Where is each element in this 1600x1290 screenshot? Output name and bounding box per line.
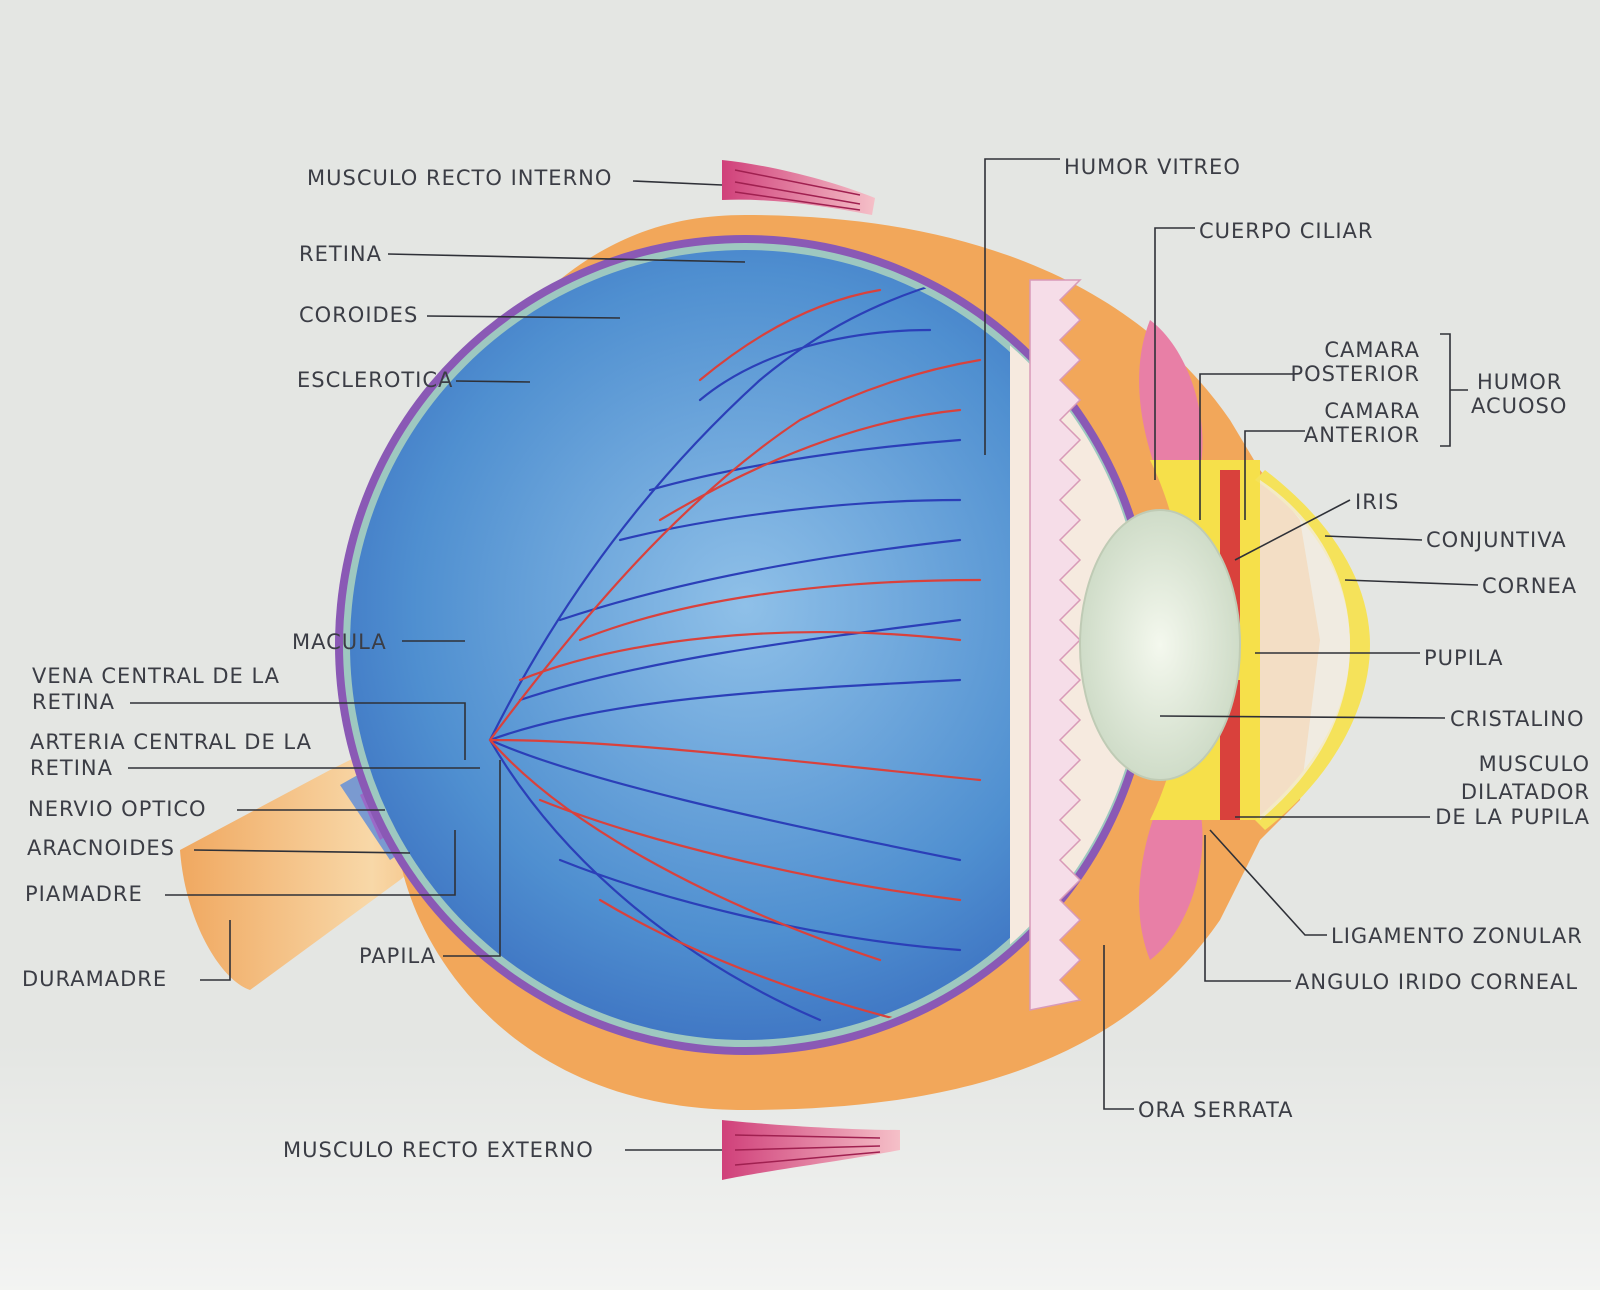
label-esclerotica: ESCLEROTICA [297, 368, 454, 392]
label-duramadre: DURAMADRE [22, 967, 168, 991]
leader-ligamento-zonular [1209, 829, 1327, 936]
leader-piamadre [165, 830, 456, 896]
leader-cristalino [1159, 715, 1446, 719]
leader-esclerotica [455, 380, 531, 383]
label-musculo-recto-externo: MUSCULO RECTO EXTERNO [283, 1138, 594, 1162]
label-retina: RETINA [299, 242, 382, 266]
label-musculo-dilatador-line1: MUSCULO [1478, 752, 1590, 776]
label-piamadre: PIAMADRE [25, 882, 143, 906]
cornea-shape [1255, 470, 1370, 830]
label-angulo-irido-corneal: ANGULO IRIDO CORNEAL [1295, 970, 1579, 994]
musculo-recto-externo-shape [722, 1120, 900, 1180]
leader-camara-posterior [1199, 373, 1295, 520]
leader-ora-serrata [1103, 945, 1134, 1110]
leader-conjuntiva [1324, 535, 1423, 541]
leader-humor-acuoso-bracket [1440, 333, 1468, 447]
label-pupila: PUPILA [1424, 646, 1504, 670]
label-ora-serrata: ORA SERRATA [1138, 1098, 1294, 1122]
leader-angulo-irido-corneal [1204, 835, 1291, 982]
label-camara-posterior-line2: POSTERIOR [1290, 362, 1420, 386]
label-nervio-optico: NERVIO OPTICO [28, 797, 207, 821]
label-musculo-dilatador-line2: DILATADOR [1460, 780, 1590, 804]
label-papila: PAPILA [359, 944, 437, 968]
label-conjuntiva: CONJUNTIVA [1426, 528, 1567, 552]
leader-lines [128, 158, 1479, 1151]
label-musculo-dilatador-line3: DE LA PUPILA [1435, 805, 1590, 829]
label-iris: IRIS [1355, 490, 1400, 514]
label-ligamento-zonular: LIGAMENTO ZONULAR [1331, 924, 1583, 948]
label-aracnoides: ARACNOIDES [27, 836, 175, 860]
leader-camara-anterior [1244, 430, 1305, 520]
leader-retina [387, 253, 746, 263]
leader-humor-vitreo [984, 158, 1060, 455]
leader-coroides [426, 315, 621, 319]
vitreous-body [350, 250, 1140, 1040]
leader-iris [1234, 499, 1351, 561]
musculo-recto-interno-shape [722, 160, 875, 215]
label-cuerpo-ciliar: CUERPO CILIAR [1199, 219, 1374, 243]
anterior-chamber-shape [1260, 480, 1350, 820]
cristalino-shape [1079, 509, 1241, 781]
label-cornea: CORNEA [1482, 574, 1578, 598]
label-humor-vitreo: HUMOR VITREO [1064, 155, 1241, 179]
leader-cornea [1344, 579, 1479, 586]
label-vena-central-line2: RETINA [32, 690, 115, 714]
label-camara-posterior-line1: CAMARA [1324, 338, 1420, 362]
leader-musculo-recto-interno [632, 180, 723, 186]
label-arteria-central-line1: ARTERIA CENTRAL DE LA [30, 730, 312, 754]
label-humor-acuoso-line2: ACUOSO [1471, 394, 1568, 418]
leader-papila [443, 760, 501, 957]
leader-aracnoides [193, 849, 411, 854]
label-musculo-recto-interno: MUSCULO RECTO INTERNO [307, 166, 613, 190]
label-arteria-central-line2: RETINA [30, 756, 113, 780]
label-humor-acuoso-line1: HUMOR [1477, 370, 1563, 394]
label-cristalino: CRISTALINO [1450, 707, 1585, 731]
label-vena-central-line1: VENA CENTRAL DE LA [32, 664, 280, 688]
label-camara-anterior-line1: CAMARA [1324, 399, 1420, 423]
label-macula: MACULA [292, 630, 387, 654]
retinal-vessels [488, 278, 982, 1022]
leader-duramadre [200, 920, 231, 981]
leader-vena-central [130, 702, 466, 760]
label-camara-anterior-line2: ANTERIOR [1303, 423, 1420, 447]
ora-serrata-ridges [1029, 279, 1082, 1011]
label-coroides: COROIDES [299, 303, 419, 327]
leader-cuerpo-ciliar [1154, 227, 1195, 480]
